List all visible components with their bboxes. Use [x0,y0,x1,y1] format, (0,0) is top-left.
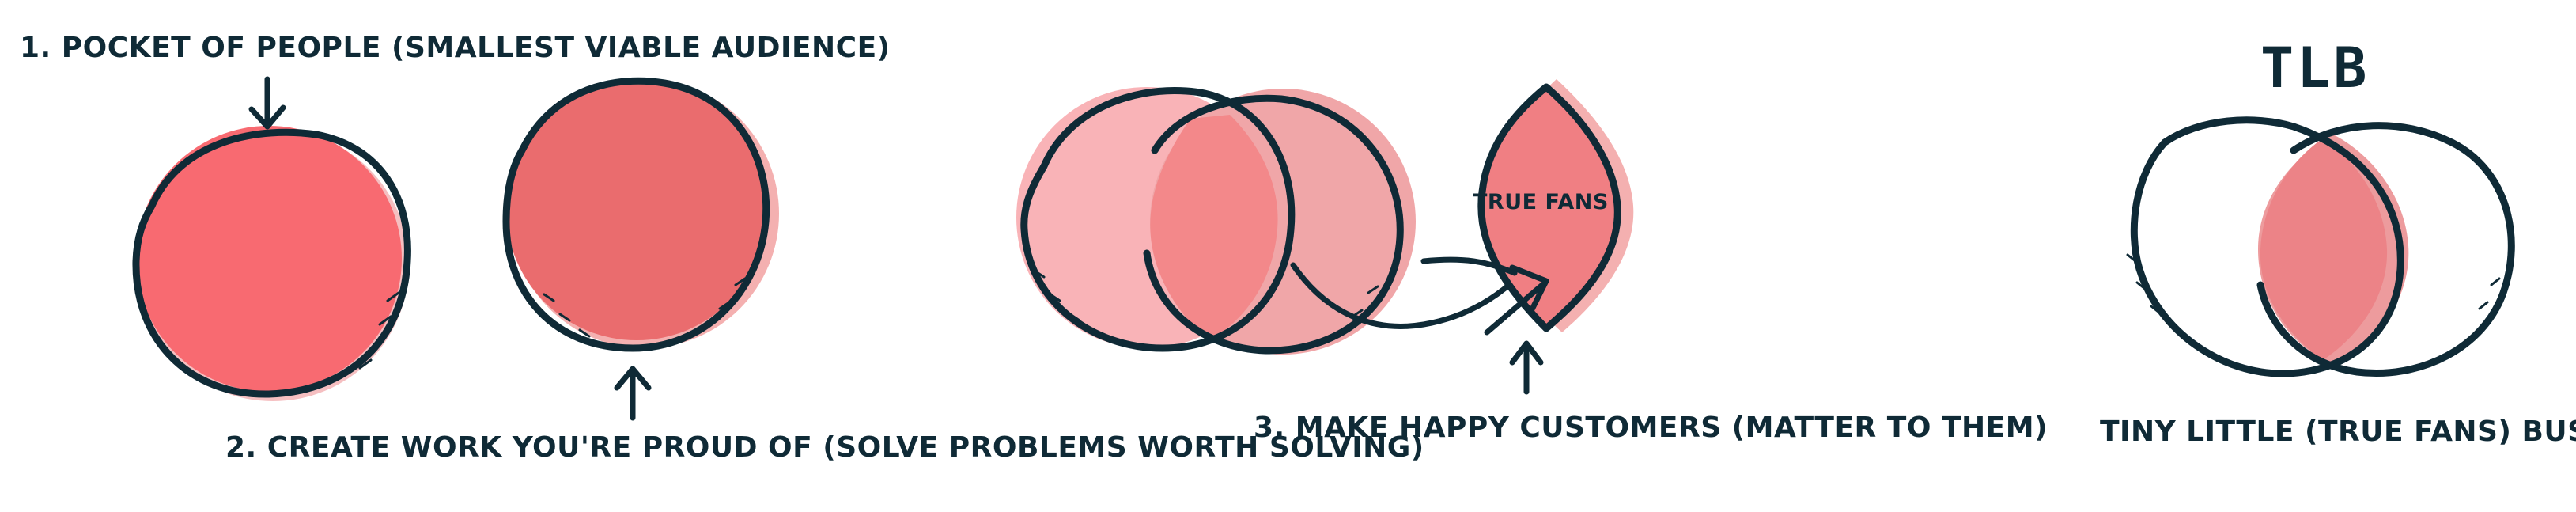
step2-label: 2. CREATE WORK YOU'RE PROUD OF (SOLVE PR… [225,431,1424,464]
arrow-down-icon [248,76,286,130]
arrow-up-icon [614,366,652,421]
overlap-circles [1016,86,1530,355]
step3-label: 3. MAKE HAPPY CUSTOMERS (MATTER TO THEM) [1254,411,2048,444]
tlb-venn [2130,116,2515,377]
true-fans-label: TRUE FANS [1473,190,1609,214]
step1-label: 1. POCKET OF PEOPLE (SMALLEST VIABLE AUD… [20,32,891,64]
sketch-hatching [358,253,2501,370]
work-circle [502,77,779,352]
business-label: TINY LITTLE (TRUE FANS) BUSINESS [2100,415,2576,448]
arrow-up-icon [1509,340,1544,395]
tlb-logo: TLB [2260,36,2370,101]
audience-circle [132,126,411,401]
arrow-curved-icon [1420,256,1549,336]
